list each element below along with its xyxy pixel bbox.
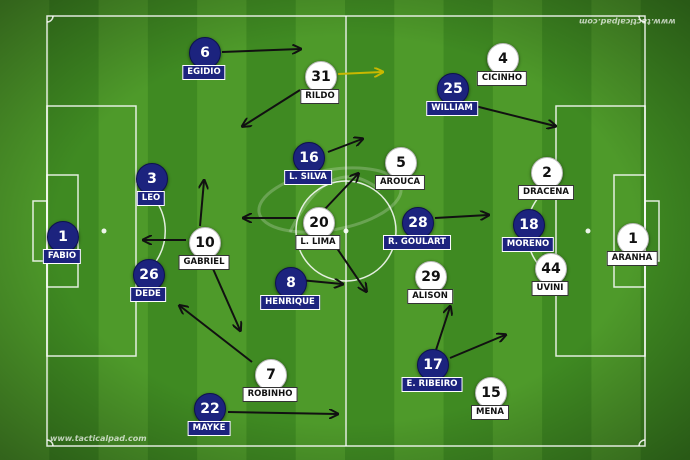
player-name: ROBINHO (242, 387, 298, 402)
player-number: 8 (275, 267, 307, 299)
movement-arrow-16 (435, 307, 450, 351)
watermark-bottom: www.tacticalpad.com (50, 434, 147, 443)
player-number: 44 (535, 253, 567, 285)
movement-arrow-11 (299, 280, 342, 284)
player-number: 16 (293, 142, 325, 174)
player-name: DEDE (130, 287, 166, 302)
player-number: 15 (475, 377, 507, 409)
player-number: 31 (305, 61, 337, 93)
player-name: RILDO (300, 89, 340, 104)
movement-arrow-3 (243, 89, 301, 126)
player-number: 4 (487, 43, 519, 75)
player-name: L. LIMA (295, 235, 341, 250)
player-number: 2 (531, 157, 563, 189)
player-number: 10 (189, 227, 221, 259)
player-name: MORENO (501, 237, 555, 252)
player-number: 5 (385, 147, 417, 179)
watermark-top: www.tacticalpad.com (579, 17, 676, 26)
player-name: CICINHO (476, 71, 528, 86)
movement-arrow-12 (434, 215, 488, 218)
movement-arrow-14 (180, 306, 253, 363)
player-number: 25 (437, 73, 469, 105)
player-number: 29 (415, 261, 447, 293)
movement-arrow-13 (474, 105, 555, 126)
movement-arrow-4 (327, 139, 362, 153)
player-number: 22 (194, 393, 226, 425)
movement-arrows (144, 49, 555, 414)
player-number: 7 (255, 359, 287, 391)
player-name: R. GOULART (383, 235, 451, 250)
movement-arrow-5 (200, 181, 204, 227)
movement-arrow-1 (221, 49, 300, 52)
player-name: DRACENA (518, 185, 574, 200)
player-name: ARANHA (606, 251, 658, 266)
player-name: UVINI (531, 281, 569, 296)
player-name: LEO (136, 191, 166, 206)
movement-arrow-7 (209, 261, 240, 330)
player-name: MENA (471, 405, 509, 420)
player-name: ALISON (407, 289, 453, 304)
player-name: GABRIEL (178, 255, 230, 270)
movement-arrow-2 (337, 72, 382, 74)
movement-arrow-17 (449, 335, 505, 359)
player-name: FABIO (42, 249, 82, 264)
player-name: MAYKE (187, 421, 231, 436)
player-name: EGIDIO (182, 65, 226, 80)
player-number: 28 (402, 207, 434, 239)
player-number: 6 (189, 37, 221, 69)
player-name: HENRIQUE (260, 295, 320, 310)
player-number: 18 (513, 209, 545, 241)
player-name: AROUCA (374, 175, 426, 190)
player-name: L. SILVA (284, 170, 332, 185)
movement-arrow-15 (227, 412, 337, 414)
player-name: E. RIBEIRO (401, 377, 463, 392)
player-name: WILLIAM (426, 101, 478, 116)
player-number: 26 (133, 259, 165, 291)
movement-arrow-9 (323, 174, 358, 211)
